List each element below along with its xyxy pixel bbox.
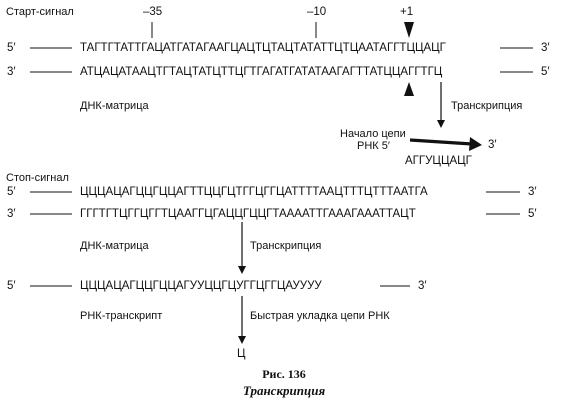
start-template-label: ДНК-матрица xyxy=(80,100,149,112)
rna-growth-arrow xyxy=(409,138,473,146)
stop-row1-3prime: 3′ xyxy=(528,186,537,198)
folded-rna-end: Ц xyxy=(237,348,246,360)
stop-row2-3prime: 3′ xyxy=(7,208,16,220)
start-row2-3prime: 3′ xyxy=(7,66,16,78)
stop-template-label: ДНК-матрица xyxy=(80,240,149,252)
stop-signal-title: Стоп-сигнал xyxy=(6,172,69,184)
stop-row1-5prime: 5′ xyxy=(7,186,16,198)
stop-row2-5prime: 5′ xyxy=(528,208,537,220)
start-row1-3prime: 3′ xyxy=(541,42,550,54)
rna-start-label-line2: РНК 5′ xyxy=(357,140,390,152)
figure-number: Рис. 136 xyxy=(262,367,306,381)
start-row2-5prime: 5′ xyxy=(541,66,550,78)
start-template-strand: АТЦАЦАТААЦТГТАЦТАТЦТТЦГТГАГАТГАТАТААГАГТ… xyxy=(80,66,443,78)
rna-transcript-5prime: 5′ xyxy=(7,280,16,292)
rna-start-sequence: АГГУЦЦАЦГ xyxy=(405,155,472,167)
position-plus1-label: +1 xyxy=(400,6,414,18)
start-signal-title: Старт-сигнал xyxy=(6,6,74,18)
folding-label: Быстрая укладка цепи РНК xyxy=(250,310,390,322)
start-site-down-marker xyxy=(404,22,414,38)
figure-title: Транскрипция xyxy=(242,383,326,398)
start-row1-5prime: 5′ xyxy=(7,42,16,54)
stop-transcription-label: Транскрипция xyxy=(250,240,322,252)
rna-transcript-sequence: ЦЦЦАЦАГЦЦГЦЦАГУУЦЦГЦУГГЦГГЦАУУУУ xyxy=(80,280,322,292)
rna-growth-arrowhead xyxy=(469,137,482,151)
start-transcription-label: Транскрипция xyxy=(451,100,523,112)
stop-template-strand: ГГГТГТЦГГЦГГТЦААГГЦГАЦЦГЦЦГТААААТТГАААГА… xyxy=(80,208,416,220)
rna-transcript-3prime: 3′ xyxy=(418,280,427,292)
position-minus35-label: –35 xyxy=(143,6,163,18)
rna-transcript-label: РНК-транскрипт xyxy=(80,310,163,322)
rna-start-label-line1: Начало цепи xyxy=(340,128,406,140)
start-coding-strand: ТАГТГТАТТГАЦАТГАТАГААГЦАЦТЦТАЦТАТАТТЦТЦА… xyxy=(80,42,446,54)
stop-coding-strand: ЦЦЦАЦАГЦЦГЦЦАГТТЦЦГЦТГГЦГГЦАТТТТААЦТТТЦТ… xyxy=(80,186,428,198)
position-minus10-label: –10 xyxy=(307,6,327,18)
rna-start-3prime: 3′ xyxy=(488,139,497,151)
start-site-up-marker xyxy=(404,82,414,96)
